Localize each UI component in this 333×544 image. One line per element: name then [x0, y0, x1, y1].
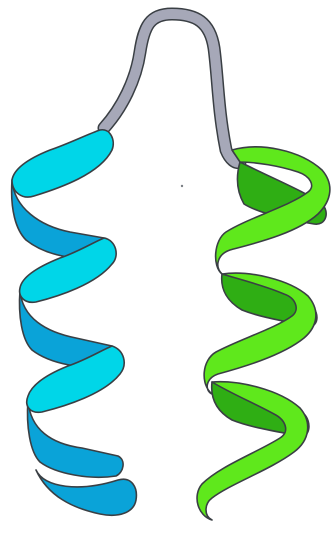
helix-1	[12, 130, 137, 515]
loop-coil	[104, 14, 240, 163]
helix-2	[197, 147, 330, 520]
speck	[181, 185, 183, 187]
helix-2-front-segment	[197, 382, 308, 520]
helix-1-front-segment	[12, 130, 113, 197]
